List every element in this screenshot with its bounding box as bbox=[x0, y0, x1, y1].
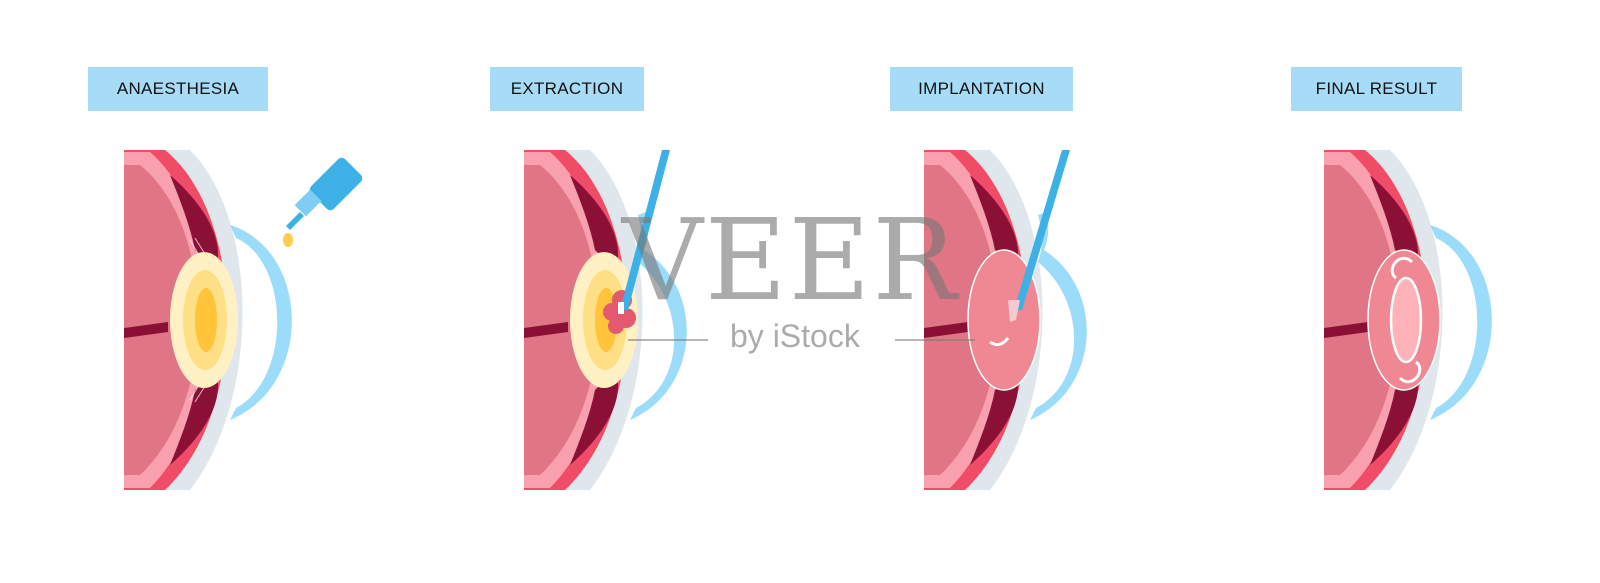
stage-label-extraction: EXTRACTION bbox=[490, 67, 644, 111]
stage-panel-implantation: IMPLANTATION bbox=[800, 0, 1200, 583]
iol-haptic-bottom bbox=[1398, 360, 1422, 384]
iol-haptic-top bbox=[1390, 256, 1414, 280]
stage-label-implantation: IMPLANTATION bbox=[890, 67, 1073, 111]
intraocular-lens bbox=[1389, 276, 1423, 364]
eye-diagram-extraction bbox=[524, 150, 687, 490]
lens-core bbox=[195, 288, 217, 352]
probe-tip bbox=[618, 302, 624, 314]
injector-icon bbox=[1014, 150, 1070, 310]
stage-label-final-result: FINAL RESULT bbox=[1291, 67, 1462, 111]
stage-panel-extraction: EXTRACTION bbox=[400, 0, 800, 583]
stage-label-anaesthesia: ANAESTHESIA bbox=[88, 67, 268, 111]
iol-haptic bbox=[989, 337, 1010, 347]
eye-drop bbox=[283, 233, 293, 247]
stage-panel-anaesthesia: ANAESTHESIA bbox=[0, 0, 400, 583]
eye-drop-bottle-icon bbox=[286, 157, 363, 230]
ciliary-muscle-bottom bbox=[170, 370, 218, 465]
injector-tip bbox=[1008, 300, 1020, 322]
stage-panel-final-result: FINAL RESULT bbox=[1200, 0, 1600, 583]
optic-line bbox=[124, 322, 168, 338]
lens-fragments bbox=[603, 290, 636, 334]
vitreous-tissue bbox=[124, 165, 199, 475]
eye-diagram-final-result bbox=[1324, 150, 1492, 490]
eye-diagram-anaesthesia bbox=[124, 150, 363, 490]
cornea bbox=[230, 225, 292, 420]
eye-diagram-implantation bbox=[924, 150, 1087, 490]
ciliary-muscle-top bbox=[170, 175, 218, 270]
phaco-probe-icon bbox=[620, 150, 670, 310]
cornea-incised bbox=[630, 212, 687, 420]
